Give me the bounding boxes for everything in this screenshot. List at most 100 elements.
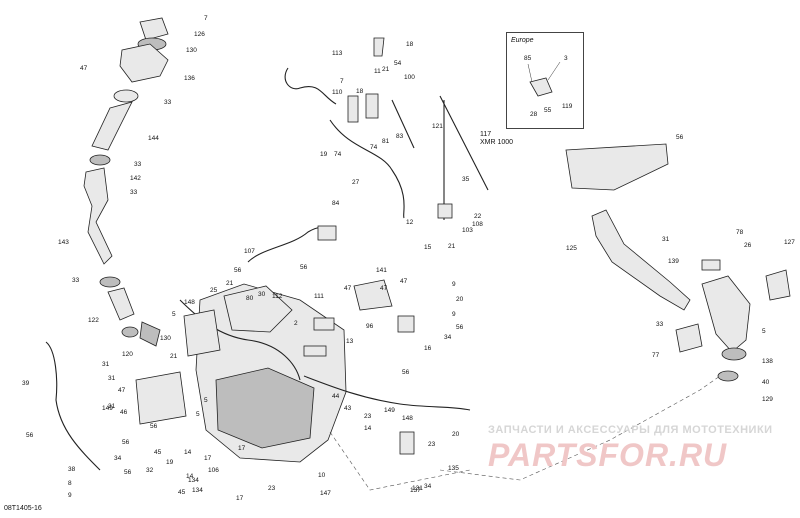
callout-label: 45 [178,489,186,496]
callout-label: 31 [102,361,110,368]
callout-label: 14 [184,449,192,456]
model-note-name: XMR 1000 [480,139,514,146]
callout-label: 107 [244,248,255,255]
callout-label: 103 [462,227,473,234]
callout-label: 56 [300,264,308,271]
callout-label: 9 [452,311,456,318]
callout-label: 2 [294,320,298,327]
callout-label: 81 [382,138,390,145]
europe-inset-label: Europe [511,37,534,44]
callout-label: 26 [744,242,752,249]
callout-label: 96 [366,323,374,330]
dipstick-mount [437,203,453,219]
drain-route-line [329,431,471,491]
watermark-subtitle: ЗАПЧАСТИ И АКСЕССУАРЫ ДЛЯ МОТОТЕХНИКИ [488,424,773,436]
cable-assembly [284,37,489,220]
callout-label: 135 [448,465,459,472]
callout-label: 7 [204,15,208,22]
callout-label: 139 [668,258,679,265]
intake-boot-flex [83,167,113,265]
callout-label: 113 [332,50,343,57]
callout-label: 125 [566,245,577,252]
heat-shield-138 [675,323,703,353]
intake-tube-upper [91,101,133,151]
oil-return-hose [303,375,471,411]
callout-label: 21 [226,280,234,287]
callout-label: 40 [762,379,770,386]
europe-part [529,77,553,97]
callout-label: 33 [72,277,80,284]
europe-inset: Europe [506,32,584,129]
callout-label: 14 [186,473,194,480]
intake-silencer [119,43,169,83]
callout-label: 47 [118,387,126,394]
intake-clamp-2 [89,154,111,166]
callout-label: 18 [356,88,364,95]
callout-label: 56 [150,423,158,430]
intake-filter-cap [139,17,169,41]
intake-clamp-4 [121,326,139,338]
callout-label: 137 [410,487,421,494]
callout-label: 56 [124,469,132,476]
callout-label: 108 [472,221,483,228]
intake-clamp-3 [99,276,121,288]
callout-label: 74 [370,144,378,151]
breather-hose [284,67,337,105]
callout-label: 138 [762,358,773,365]
callout-label: 127 [784,239,795,246]
callout-label: 56 [122,439,130,446]
callout-label: 38 [68,466,76,473]
callout-label: 121 [432,123,443,130]
throttle-adapter [139,321,161,347]
connector-111 [313,317,335,331]
europe-lead-2 [547,61,561,81]
callout-label: 77 [652,352,660,359]
callout-label: 12 [406,219,414,226]
callout-label: 10 [318,472,326,479]
callout-label: 149 [102,405,113,412]
muffler-77 [701,275,751,353]
callout-label: 131 [412,485,423,492]
callout-label: 17 [238,445,246,452]
callout-label: 47 [80,65,88,72]
callout-label: 18 [406,41,414,48]
callout-label: 9 [452,281,456,288]
heat-shield-125 [565,143,669,191]
callout-label: 30 [258,291,266,298]
model-note: 117 XMR 1000 [480,131,513,147]
throttle-lever [373,37,385,57]
europe-callout-label: 55 [544,107,552,114]
sensor-components [303,225,415,455]
callout-label: 20 [456,296,464,303]
callout-label: 27 [352,179,360,186]
cylinder-head [223,285,293,333]
callout-label: 136 [184,75,195,82]
callout-label: 17 [236,495,244,502]
callout-label: 56 [456,324,464,331]
europe-callout-label: 85 [524,55,532,62]
callout-label: 78 [736,229,744,236]
callout-label: 15 [424,244,432,251]
callout-label: 46 [120,409,128,416]
callout-label: 83 [396,133,404,140]
exhaust-clamp-129 [717,370,739,382]
callout-label: 16 [424,345,432,352]
callout-label: 5 [204,397,208,404]
callout-label: 33 [656,321,664,328]
sensor-84 [317,225,337,241]
callout-label: 43 [344,405,352,412]
callout-label: 17 [204,455,212,462]
intake-elbow [107,287,135,321]
callout-label: 20 [452,431,460,438]
callout-label: 23 [428,441,436,448]
callout-label: 130 [160,335,171,342]
callout-label: 142 [130,175,141,182]
watermark-logo: PARTSFOR.RU [488,437,728,473]
callout-label: 31 [662,236,670,243]
callout-label: 21 [382,66,390,73]
throttle-lever-bracket [347,95,359,123]
callout-label: 84 [332,200,340,207]
dipstick-tube [439,95,489,191]
intake-ring [113,89,139,103]
